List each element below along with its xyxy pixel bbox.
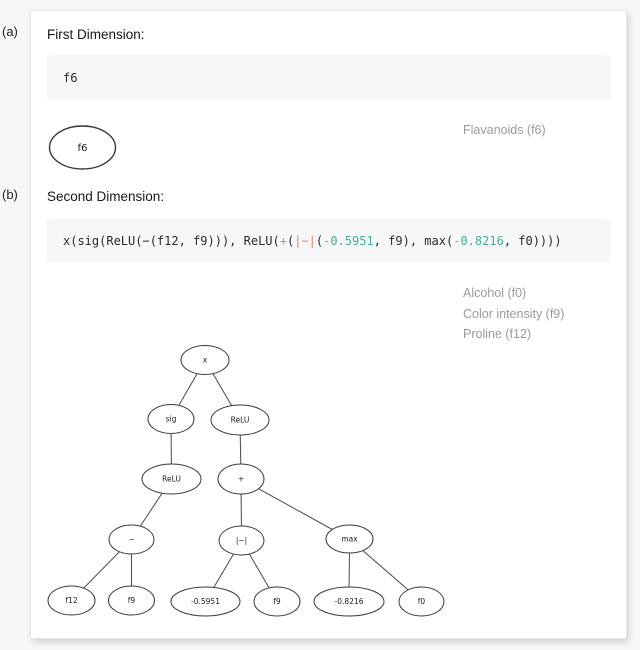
tree-node-label: -0.8216 — [335, 597, 364, 606]
expression-token: , f0)))) — [503, 234, 562, 248]
tree-node-label: -0.5951 — [191, 597, 220, 606]
tree-node-label: x — [203, 356, 208, 365]
first-dimension-tree: f6 — [48, 125, 117, 170]
feature-label: Flavanoids (f6) — [463, 123, 546, 137]
expression-token: 0.8216 — [460, 234, 504, 248]
feature-label: Alcohol (f0) — [463, 286, 527, 300]
tree-node-label: f6 — [78, 143, 88, 154]
expression-token: - — [453, 234, 461, 248]
tree-node-label: max — [341, 535, 358, 544]
tree-node — [48, 125, 117, 170]
tree-node-label: f12 — [65, 596, 77, 605]
tree-node-label: sig — [166, 415, 177, 424]
second-dimension-expression: x(sig(ReLU(−(f12, f9))), ReLU(+(|−|(-0.5… — [63, 234, 562, 248]
second-dimension-heading: Second Dimension: — [47, 189, 165, 204]
tree-node — [398, 586, 445, 617]
expression-token: |−| — [294, 234, 316, 248]
tree-node — [147, 404, 195, 434]
tree-node — [180, 345, 230, 375]
tree-node-label: f9 — [273, 597, 281, 606]
second-dimension-feature-labels: Alcohol (f0) Color intensity (f9) Prolin… — [463, 283, 564, 345]
second-dimension-code-block: x(sig(ReLU(−(f12, f9))), ReLU(+(|−|(-0.5… — [46, 219, 611, 263]
tree-node — [253, 586, 301, 617]
expression-token: x(sig(ReLU(−(f12, f9))), ReLU( — [63, 234, 280, 248]
tree-node-label: + — [238, 475, 244, 484]
tree-node-label: |−| — [236, 536, 247, 545]
tree-node — [313, 586, 385, 617]
tree-node — [108, 524, 155, 555]
tree-node — [141, 463, 202, 495]
expression-token: ( — [286, 234, 295, 248]
tree-node — [108, 585, 155, 616]
tree-node — [217, 463, 265, 495]
tree-edge — [240, 478, 350, 540]
expression-token: + — [279, 234, 287, 248]
tree-node — [218, 525, 265, 556]
feature-label: Color intensity (f9) — [463, 306, 565, 321]
tree-node-label: − — [128, 535, 134, 544]
expression-token: ( — [315, 234, 324, 248]
feature-label: Proline (f12) — [463, 327, 532, 341]
tree-node-label: ReLU — [162, 475, 181, 484]
tree-node — [170, 586, 241, 617]
first-dimension-code-block: f6 — [46, 55, 611, 100]
first-dimension-heading: First Dimension: — [47, 27, 145, 42]
expression-token: , f9), max( — [373, 234, 454, 248]
tree-node-label: f0 — [418, 597, 426, 606]
expression-token: - — [323, 234, 331, 248]
figure-label-b: (b) — [2, 187, 18, 202]
tree-node — [210, 404, 270, 436]
figure-label-a: (a) — [2, 24, 18, 39]
tree-node — [47, 585, 96, 616]
first-dimension-feature-labels: Flavanoids (f6) — [463, 123, 546, 137]
expression-token: 0.5951 — [330, 234, 374, 248]
first-dimension-expression: f6 — [63, 70, 78, 85]
tree-node-label: ReLU — [231, 416, 250, 425]
tree-node-label: f9 — [128, 596, 136, 605]
figure-card: First Dimension: f6 f6 Flavanoids (f6) S… — [30, 10, 627, 639]
tree-node — [325, 524, 374, 554]
